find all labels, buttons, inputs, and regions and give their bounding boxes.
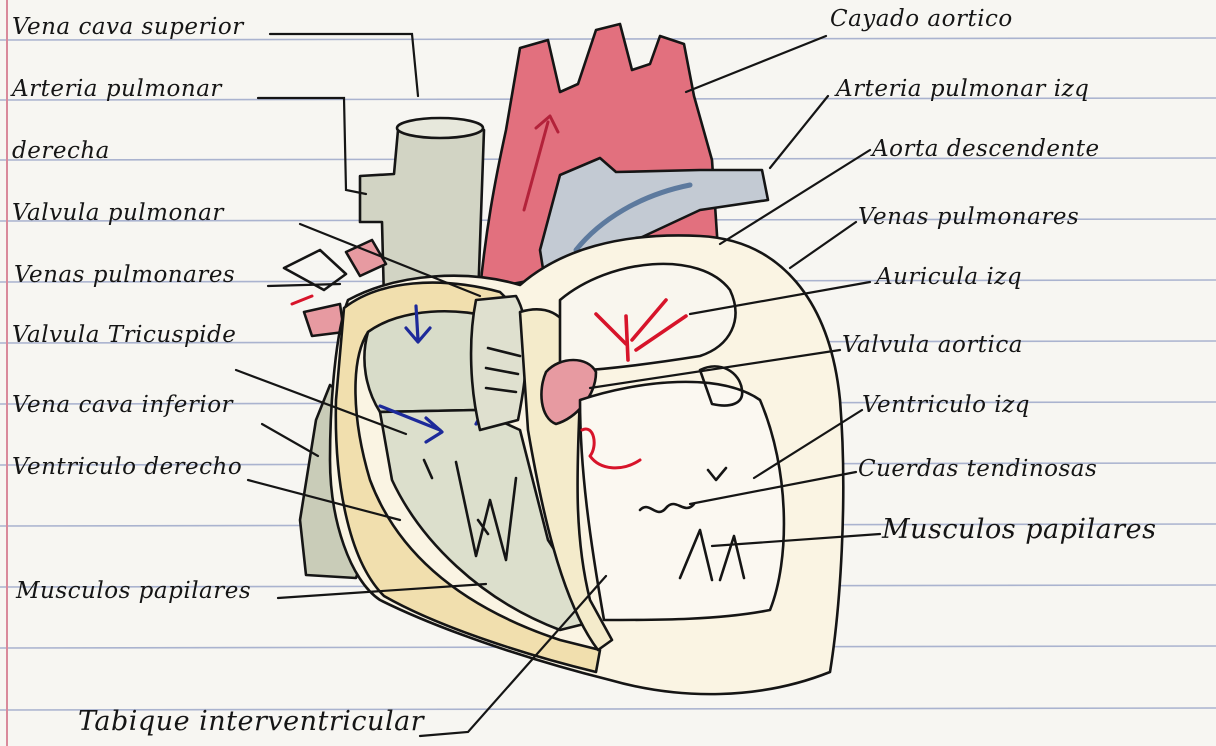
label-venas-pulmonares-left: Venas pulmonares — [14, 262, 235, 288]
svc-opening — [397, 118, 483, 138]
label-valvula-pulmonar: Valvula pulmonar — [12, 200, 224, 226]
label-vena-cava-superior: Vena cava superior — [12, 14, 244, 40]
pulmonary-valve — [471, 296, 527, 430]
label-valvula-tricuspide: Valvula Tricuspide — [12, 322, 236, 348]
label-derecha: derecha — [12, 138, 110, 164]
label-cayado-aortico: Cayado aortico — [830, 6, 1013, 32]
pulmonary-red-mark — [292, 296, 312, 304]
right-pulmonary-vein-lower — [304, 304, 344, 336]
label-venas-pulmonares-right: Venas pulmonares — [858, 204, 1079, 230]
label-auricula-izq: Auricula izq — [876, 264, 1022, 290]
label-tabique-interventricular: Tabique interventricular — [78, 706, 424, 737]
label-musculos-papilares-left: Musculos papilares — [16, 578, 251, 604]
label-ventriculo-derecho: Ventriculo derecho — [12, 454, 242, 480]
label-valvula-aortica: Valvula aortica — [842, 332, 1023, 358]
heart-diagram — [284, 24, 843, 694]
label-aorta-descendente: Aorta descendente — [872, 136, 1100, 162]
label-arteria-pulmonar-izq: Arteria pulmonar izq — [836, 76, 1089, 102]
label-ventriculo-izq: Ventriculo izq — [862, 392, 1030, 418]
left-ventricle — [580, 382, 784, 620]
label-arteria-pulmonar-derecha: Arteria pulmonar — [12, 76, 222, 102]
label-vena-cava-inferior: Vena cava inferior — [12, 392, 233, 418]
label-cuerdas-tendinosas: Cuerdas tendinosas — [858, 456, 1097, 482]
label-musculos-papilares-right: Musculos papilares — [882, 514, 1157, 545]
